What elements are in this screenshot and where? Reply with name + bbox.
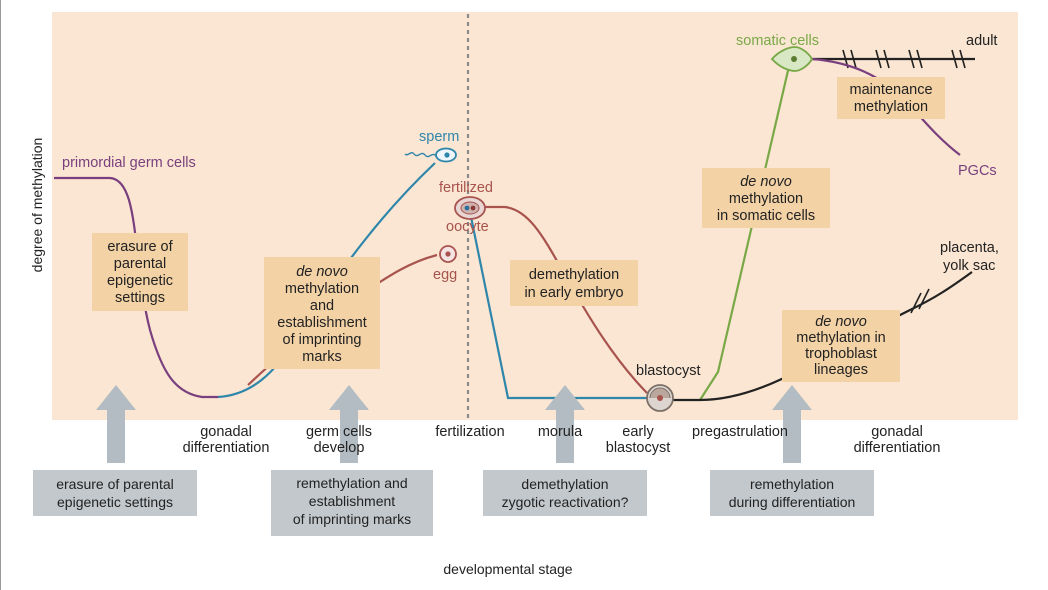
stage-label: gonadal: [200, 424, 252, 440]
somatic-denovo-curve: [699, 61, 792, 401]
placenta-label: placenta,: [940, 240, 999, 256]
pgcs-label: PGCs: [958, 163, 997, 179]
erasure-box: erasure of parental epigenetic settings: [92, 233, 188, 311]
sperm-label: sperm: [419, 129, 459, 145]
up-arrow-remethylation: [329, 385, 369, 463]
svg-text:epigenetic settings: epigenetic settings: [57, 494, 173, 510]
x-axis-label: developmental stage: [443, 561, 572, 577]
svg-text:and: and: [310, 298, 334, 314]
svg-text:in early embryo: in early embryo: [524, 285, 623, 301]
bottom-box-remethylation: remethylation and establishment of impri…: [271, 470, 433, 536]
blastocyst-label: blastocyst: [636, 363, 700, 379]
stage-labels: gonadal differentiation germ cells devel…: [183, 424, 941, 456]
svg-text:erasure of: erasure of: [107, 239, 173, 255]
stage-label: gonadal: [871, 424, 923, 440]
paternal-demethylation-curve: [468, 211, 652, 400]
egg-icon: [439, 245, 457, 263]
stage-label: germ cells: [306, 424, 372, 440]
svg-text:establishment: establishment: [277, 315, 366, 331]
svg-text:establishment: establishment: [309, 493, 395, 509]
stage-label: pregastrulation: [692, 424, 788, 440]
pgc-erasure-curve: [54, 176, 218, 399]
svg-text:demethylation: demethylation: [521, 476, 608, 492]
svg-text:de novo: de novo: [296, 264, 348, 280]
yolk-sac-label: yolk sac: [943, 258, 995, 274]
denovo-somatic-box: de novo methylation in somatic cells: [702, 168, 830, 228]
fertilized-oocyte-icon: [454, 196, 486, 220]
stage-label: early: [622, 424, 654, 440]
stage-label: develop: [314, 440, 365, 456]
sperm-icon: [404, 147, 457, 163]
oocyte-label: oocyte: [446, 219, 489, 235]
denovo-imprinting-box: de novo methylation and establishment of…: [264, 257, 380, 369]
bottom-box-erasure: erasure of parental epigenetic settings: [33, 470, 197, 516]
up-arrow-demethylation: [545, 385, 585, 463]
svg-text:of imprinting: of imprinting: [283, 332, 362, 348]
svg-text:during differentiation: during differentiation: [729, 494, 856, 510]
svg-text:settings: settings: [115, 290, 165, 306]
bottom-box-demethylation: demethylation zygotic reactivation?: [483, 470, 647, 516]
adult-label: adult: [966, 33, 997, 49]
y-axis-label: degree of methylation: [29, 138, 45, 273]
egg-label: egg: [433, 267, 457, 283]
svg-text:of imprinting marks: of imprinting marks: [293, 511, 411, 527]
svg-text:marks: marks: [302, 349, 341, 365]
stage-label: differentiation: [854, 440, 941, 456]
svg-text:remethylation: remethylation: [750, 476, 834, 492]
svg-text:epigenetic: epigenetic: [107, 273, 173, 289]
svg-text:erasure of parental: erasure of parental: [56, 476, 174, 492]
svg-text:parental: parental: [114, 256, 166, 272]
svg-text:trophoblast: trophoblast: [805, 346, 877, 362]
svg-text:methylation: methylation: [285, 281, 359, 297]
svg-text:remethylation and: remethylation and: [296, 475, 407, 491]
demethylation-embryo-box: demethylation in early embryo: [510, 260, 638, 306]
maintenance-box: maintenance methylation: [837, 77, 945, 119]
blastocyst-icon: [646, 384, 674, 412]
denovo-trophoblast-box: de novo methylation in trophoblast linea…: [782, 310, 900, 382]
svg-text:de novo: de novo: [815, 314, 867, 330]
svg-text:zygotic reactivation?: zygotic reactivation?: [502, 494, 629, 510]
stage-label: morula: [538, 424, 583, 440]
svg-text:methylation: methylation: [729, 191, 803, 207]
primordial-germ-cells-label: primordial germ cells: [62, 155, 196, 171]
svg-text:de novo: de novo: [740, 174, 792, 190]
svg-text:lineages: lineages: [814, 362, 868, 378]
svg-text:methylation: methylation: [854, 99, 928, 115]
somatic-cell-icon: [770, 46, 814, 72]
bottom-box-differentiation: remethylation during differentiation: [710, 470, 874, 516]
svg-text:in somatic cells: in somatic cells: [717, 208, 815, 224]
stage-label: fertilization: [435, 424, 504, 440]
svg-text:maintenance: maintenance: [849, 82, 932, 98]
stage-label: blastocyst: [606, 440, 670, 456]
trophoblast-line-breaks: [910, 288, 930, 314]
somatic-cells-label: somatic cells: [736, 33, 819, 49]
up-arrows: [96, 385, 812, 463]
fertilized-label: fertilized: [439, 180, 493, 196]
up-arrow-differentiation: [772, 385, 812, 463]
svg-text:methylation in: methylation in: [796, 330, 885, 346]
stage-label: differentiation: [183, 440, 270, 456]
svg-text:demethylation: demethylation: [529, 267, 619, 283]
up-arrow-erasure: [96, 385, 136, 463]
